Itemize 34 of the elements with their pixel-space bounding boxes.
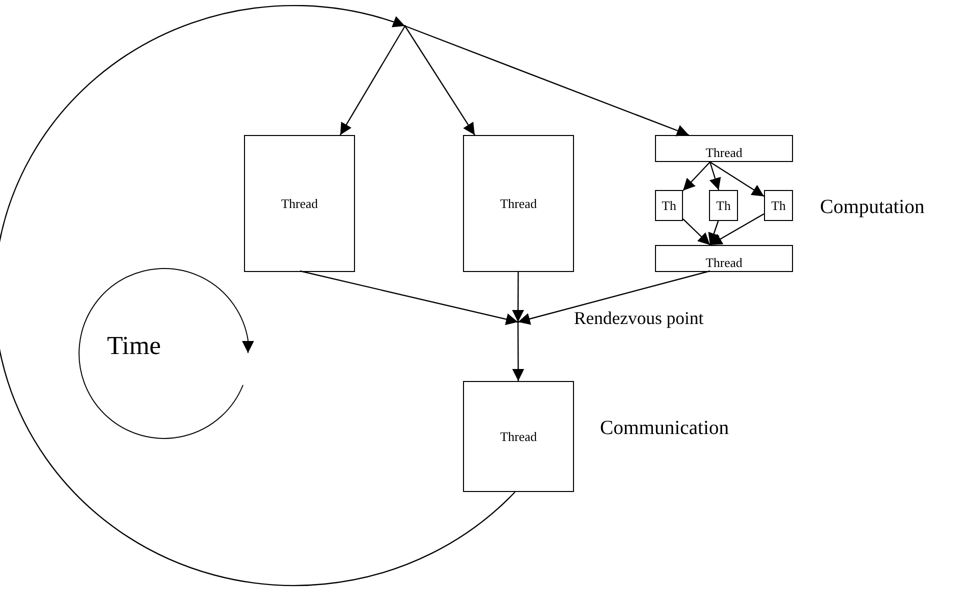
thread-box bbox=[764, 190, 793, 221]
arrow bbox=[300, 270, 518, 326]
arrow bbox=[682, 162, 710, 192]
time-label: Time bbox=[107, 331, 161, 361]
thread-box bbox=[655, 135, 793, 162]
box-label: Thread bbox=[500, 428, 537, 444]
arrow bbox=[710, 162, 764, 197]
arrow bbox=[709, 162, 721, 190]
box-label: Th bbox=[771, 198, 786, 214]
box-label: Th bbox=[716, 198, 731, 214]
arrow bbox=[512, 272, 524, 322]
thread-box bbox=[655, 245, 793, 272]
thread-box bbox=[463, 381, 574, 492]
thread-box bbox=[655, 190, 683, 221]
arrow bbox=[710, 213, 764, 246]
box-label: Th bbox=[662, 198, 676, 214]
arrow bbox=[0, 5, 516, 586]
arrow bbox=[518, 270, 710, 325]
arrow bbox=[512, 322, 524, 381]
thread-box bbox=[244, 135, 355, 272]
arrow bbox=[340, 26, 406, 136]
arrow bbox=[404, 25, 690, 136]
box-label: Thread bbox=[706, 255, 742, 271]
annotation-text: Communication bbox=[600, 417, 729, 440]
group-label: Computation bbox=[820, 196, 924, 219]
arrow bbox=[682, 218, 710, 246]
arrow bbox=[708, 220, 720, 246]
box-label: Thread bbox=[706, 145, 742, 161]
box-label: Thread bbox=[500, 196, 537, 212]
annotation-text: Rendezvous point bbox=[574, 308, 704, 329]
box-label: Thread bbox=[281, 196, 318, 212]
thread-box bbox=[709, 190, 738, 221]
thread-box bbox=[463, 135, 574, 272]
arrow bbox=[404, 26, 476, 136]
